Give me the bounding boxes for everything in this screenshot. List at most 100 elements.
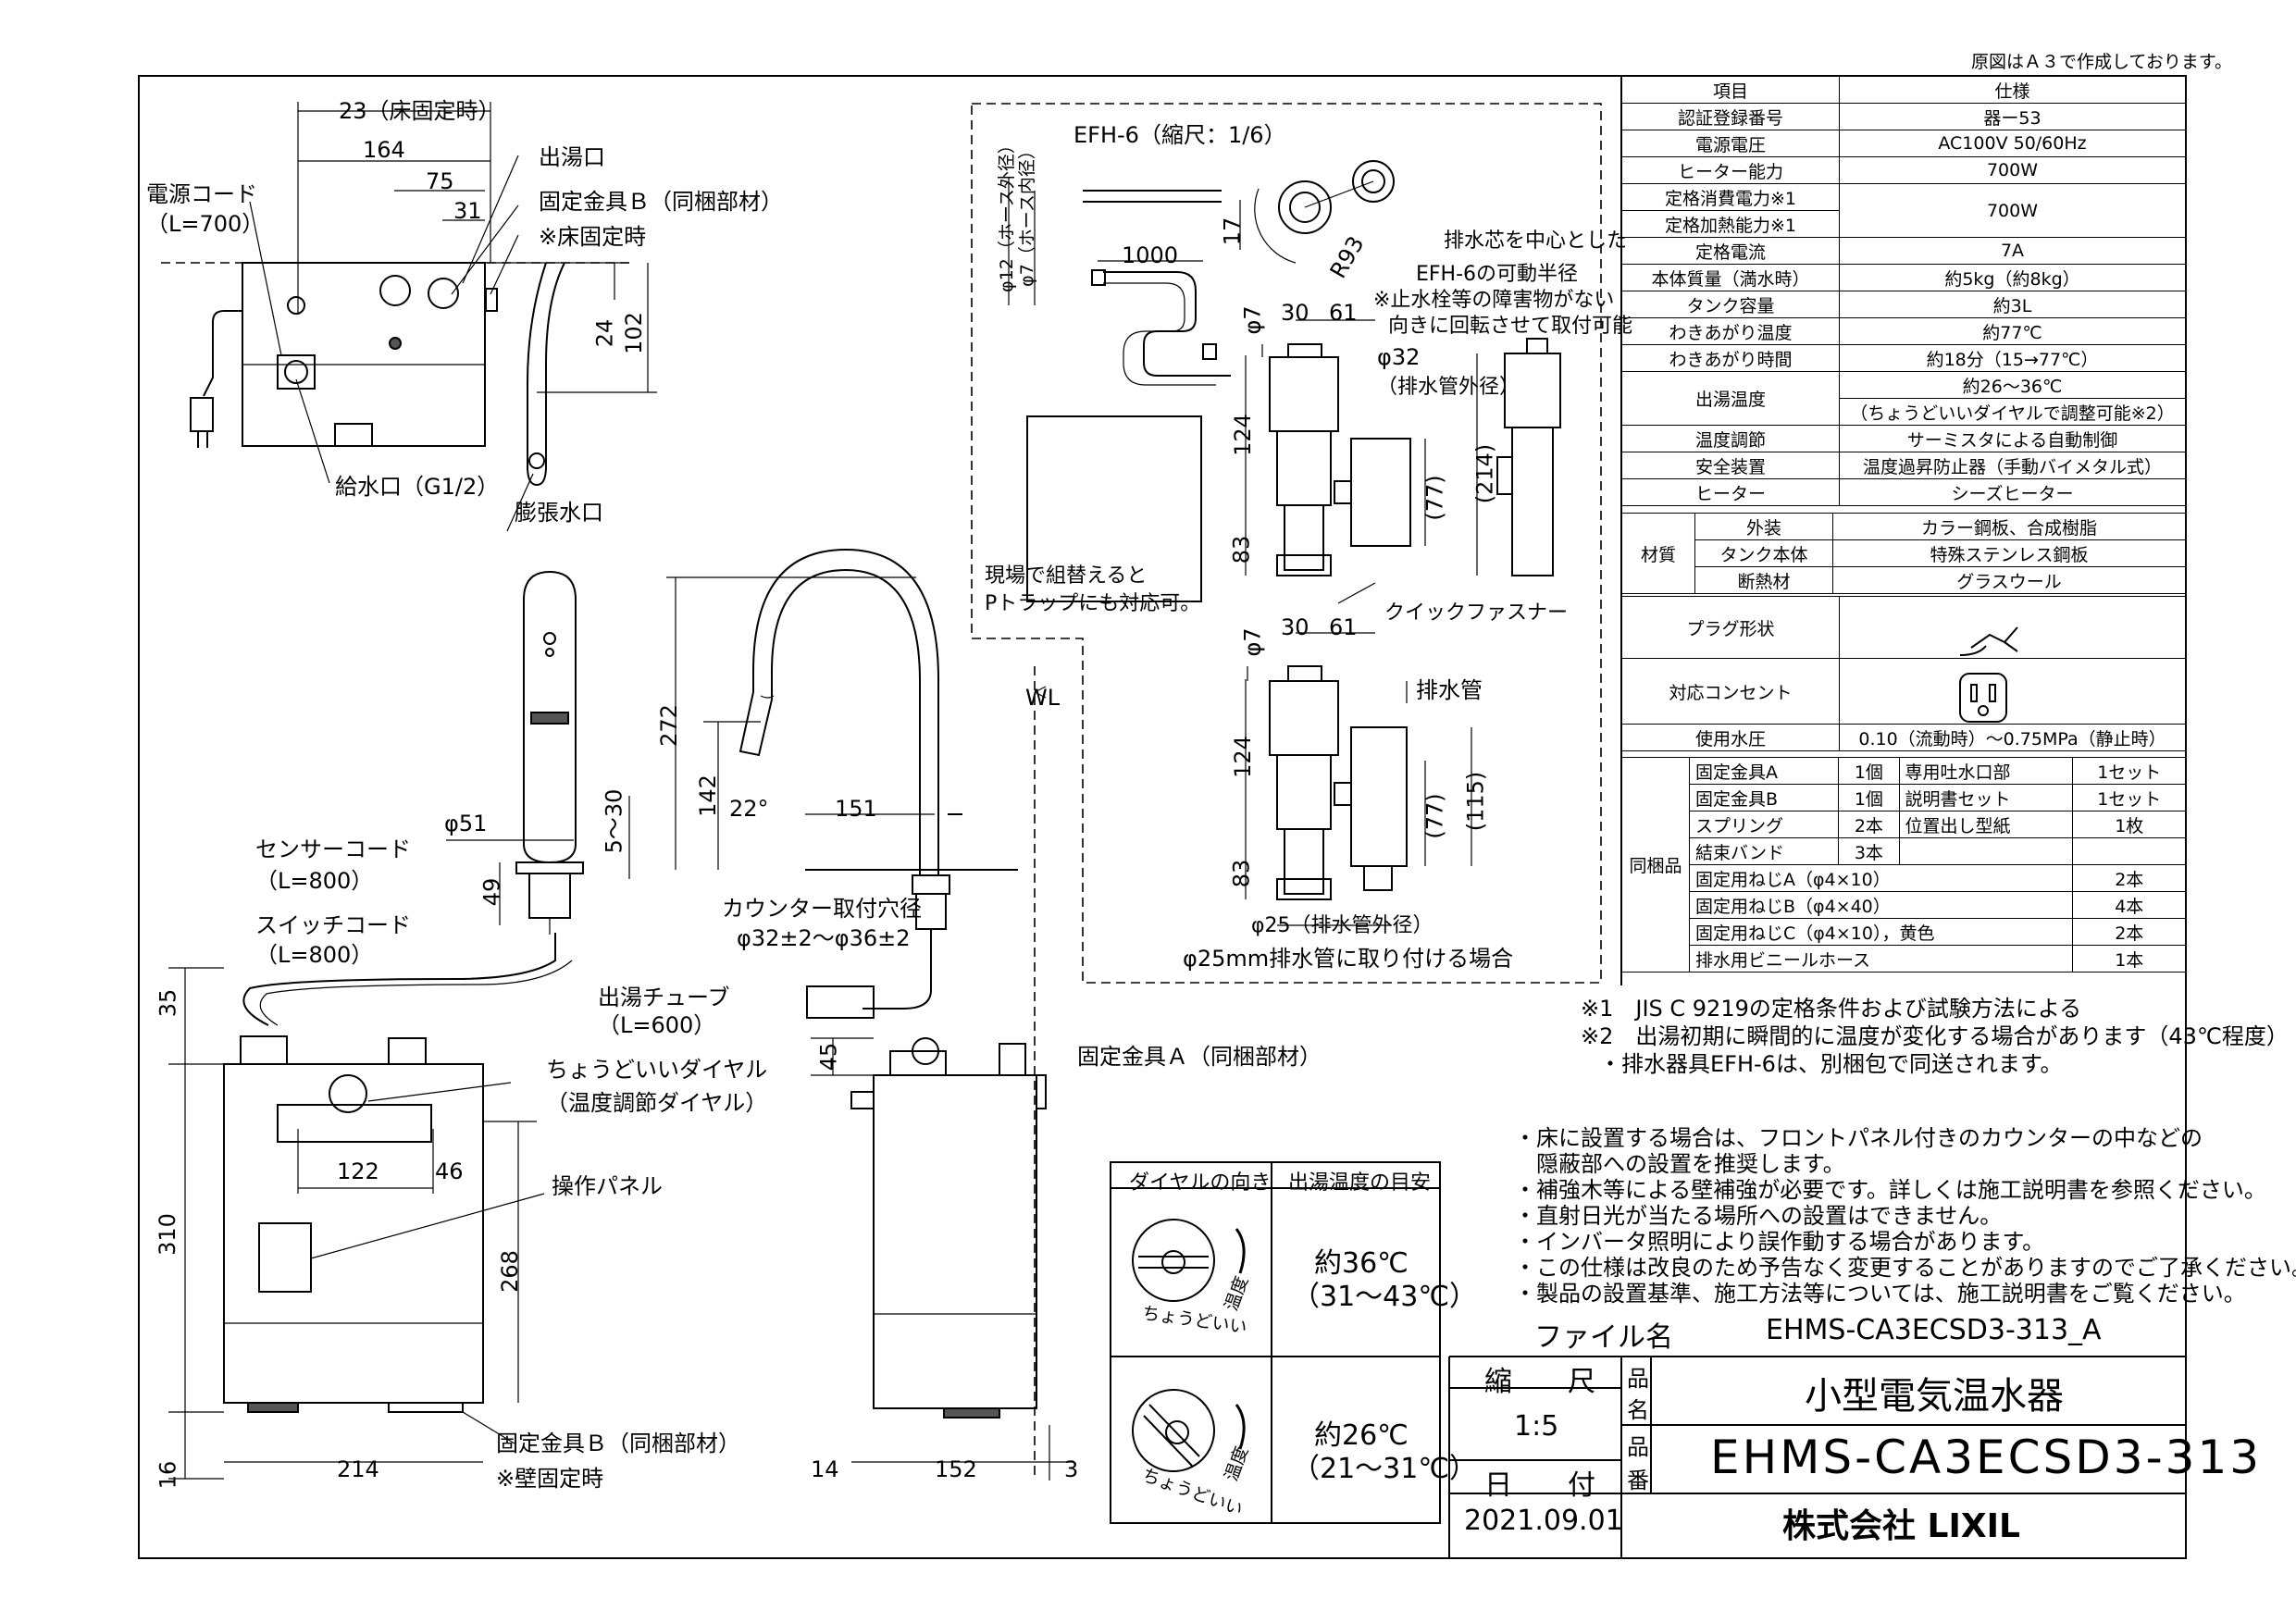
spec-key: 定格消費電力※1 [1621, 183, 1840, 211]
material-key: タンク本体 [1694, 539, 1833, 567]
spec-key: 定格加熱能力※1 [1621, 210, 1840, 238]
dim-phi51: φ51 [444, 811, 488, 836]
outlet-icon [1839, 658, 2186, 725]
spec-key: 電源電圧 [1621, 130, 1840, 157]
material-key: 断熱材 [1694, 566, 1833, 594]
bundled-count: 3本 [1838, 837, 1900, 865]
note-2: 隠蔽部への設置を推奨します。 [1514, 1151, 1845, 1177]
footnote-2: ※2 出湯初期に瞬間的に温度が変化する場合があります（43℃程度） [1581, 1023, 2289, 1049]
label-pivot-3: ※止水栓等の障害物がない [1373, 289, 1615, 312]
footnote-3: ・排水器具EFH-6は、別梱包で同送されます。 [1599, 1051, 2063, 1077]
label-wl: WL [1025, 685, 1061, 711]
dim-14: 14 [811, 1456, 839, 1482]
dim-122: 122 [337, 1158, 379, 1184]
spec-key: タンク容量 [1621, 291, 1840, 318]
label-control-panel: 操作パネル [552, 1173, 663, 1199]
dim-102: 102 [620, 312, 647, 354]
bundled-item [1898, 837, 2074, 865]
label-counter-hole: カウンター取付穴径 [722, 896, 922, 922]
dial-table-frame [1111, 1162, 1440, 1523]
spec-key: 定格電流 [1621, 237, 1840, 265]
spec-value: 700W [1839, 183, 2186, 238]
spec-value: 約18分（15→77℃） [1839, 344, 2186, 372]
dim-49: 49 [478, 877, 505, 907]
dim-124-b: 124 [1229, 736, 1256, 778]
label-wall-fix: ※壁固定時 [496, 1466, 604, 1492]
top-view [161, 102, 657, 531]
note-3: ・補強木等による壁補強が必要です。詳しくは施工説明書を参照ください。 [1514, 1177, 2266, 1203]
dim-35: 35 [155, 988, 181, 1018]
pressure-label: 使用水圧 [1621, 724, 1840, 751]
dim-310: 310 [154, 1213, 180, 1256]
file-name: EHMS-CA3ECSD3-313_A [1766, 1314, 2102, 1346]
scale-value: 1:5 [1514, 1410, 1559, 1443]
bundled-count: 2本 [1838, 811, 1900, 838]
label-hot-outlet: 出湯口 [539, 144, 605, 170]
dim-phi32: φ32 [1377, 344, 1421, 370]
spec-key: ヒーター能力 [1621, 156, 1840, 184]
spec-value: （ちょうどいいダイヤルで調整可能※2） [1839, 398, 2186, 426]
spec-value: 約77℃ [1839, 317, 2186, 345]
spec-key: わきあがり温度 [1621, 317, 1840, 345]
date-value: 2021.09.01 [1464, 1505, 1623, 1537]
bundled-count: 1枚 [2072, 811, 2186, 838]
note-4: ・直射日光が当たる場所への設置はできません。 [1514, 1203, 2003, 1229]
spec-value: シーズヒーター [1839, 478, 2186, 506]
material-value: 特殊ステンレス鋼板 [1832, 539, 2186, 567]
product-name: 小型電気温水器 [1805, 1375, 2064, 1418]
date-label: 日 付 [1484, 1469, 1595, 1502]
label-floor-fix: ※床固定時 [539, 224, 647, 250]
spec-key: 出湯温度 [1621, 371, 1840, 426]
material-value: グラスウール [1832, 566, 2186, 594]
label-counter-hole-dim: φ32±2～φ36±2 [737, 925, 911, 951]
dial-header-temp: 出湯温度の目安 [1288, 1171, 1432, 1195]
label-drain-pipe: 排水管 [1416, 677, 1483, 703]
plug-label: プラグ形状 [1621, 596, 1840, 659]
label-fix-b-bottom: 固定金具Ｂ（同梱部材） [496, 1431, 740, 1456]
label-pivot-2: EFH-6の可動半径 [1416, 263, 1579, 286]
note-1: ・床に設置する場合は、フロントパネル付きのカウンターの中などの [1514, 1125, 2203, 1151]
spec-key: 安全装置 [1621, 452, 1840, 479]
outlet-label: 対応コンセント [1621, 658, 1840, 725]
dim-22-deg: 22° [729, 796, 769, 822]
company-name: 株式会社 LIXIL [1782, 1507, 2020, 1545]
label-pivot-4: 向きに回転させて取付可能 [1388, 315, 1633, 338]
spec-key: 温度調節 [1621, 425, 1840, 452]
label-drain25-case: φ25mm排水管に取り付ける場合 [1183, 946, 1514, 972]
material-label: 材質 [1621, 513, 1695, 594]
spec-value: 温度過昇防止器（手動バイメタル式） [1839, 452, 2186, 479]
drawing-frame [139, 76, 2186, 1558]
dim-124-a: 124 [1229, 414, 1256, 456]
material-key: 外装 [1694, 513, 1833, 540]
label-ptrap-2: Pトラップにも対応可。 [985, 592, 1201, 615]
bundled-count: 2本 [2072, 864, 2186, 892]
label-fix-a: 固定金具Ａ（同梱部材） [1077, 1044, 1322, 1070]
label-hot-tube: 出湯チューブ [598, 985, 730, 1010]
spec-value: 器ー53 [1839, 103, 2186, 130]
scale-label: 縮 尺 [1484, 1366, 1595, 1398]
dial-row1-temp: 約36℃ [1314, 1247, 1409, 1280]
dim-214: 214 [337, 1456, 379, 1482]
plug-icon [1839, 596, 2186, 659]
dim-16: 16 [155, 1460, 181, 1490]
pressure-value: 0.10（流動時）～0.75MPa（静止時） [1839, 724, 2186, 751]
dim-83-a: 83 [1228, 535, 1255, 564]
label-fix-b: 固定金具Ｂ（同梱部材） [539, 189, 783, 215]
label-sensor-cord: センサーコード [255, 836, 411, 862]
bundled-item: 固定用ねじA（φ4×10） [1688, 864, 2074, 892]
spec-value: 7A [1839, 237, 2186, 265]
dial-row2-temp: 約26℃ [1314, 1419, 1409, 1452]
label-dial: ちょうどいいダイヤル [546, 1057, 768, 1083]
note-5: ・インバータ照明により誤作動する場合があります。 [1514, 1229, 2045, 1255]
dial-row2-range: （21～31℃） [1292, 1453, 1478, 1485]
spec-key: ヒーター [1621, 478, 1840, 506]
title-block-frame [1449, 1357, 2186, 1558]
bundled-item: 固定用ねじC（φ4×10），黄色 [1688, 918, 2074, 946]
dial-row1-range: （31～43℃） [1292, 1281, 1478, 1313]
label-pivot-1: 排水芯を中心とした [1444, 229, 1628, 253]
dim-31: 31 [453, 198, 482, 224]
label-drain25: φ25（排水管外径） [1251, 914, 1433, 937]
spec-key: 認証登録番号 [1621, 103, 1840, 130]
